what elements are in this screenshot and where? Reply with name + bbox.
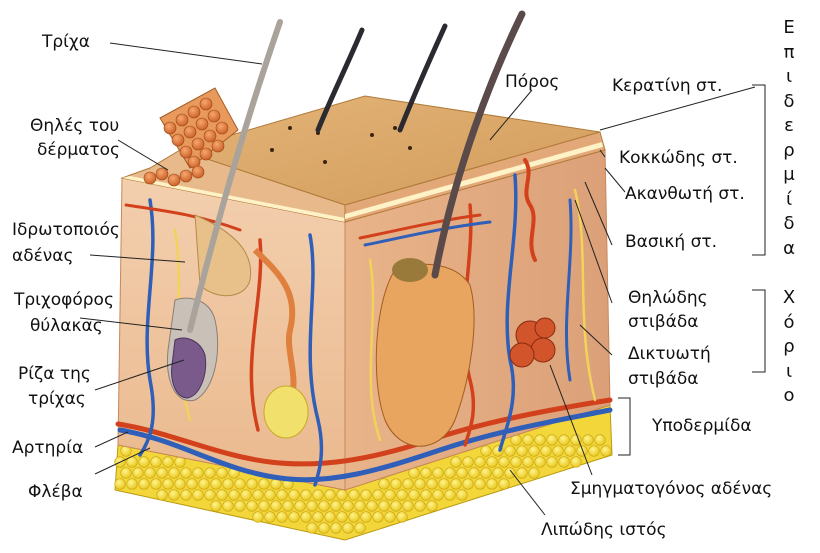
label-dermal-papillae-2: δέρματος [37,140,120,161]
label-stratum-spinosum: Ακανθωτή στ. [625,184,745,205]
label-dermis-vertical: Χ ό ρ ι ο [778,286,800,409]
label-artery: Αρτηρία [12,438,83,459]
label-hair-root-2: τρίχας [28,389,86,410]
label-hypodermis: Υποδερμίδα [652,416,752,437]
label-adipose-tissue: Λιπώδης ιστός [541,520,667,541]
label-stratum-granulosum: Κοκκώδης στ. [619,148,738,169]
label-hair-root-1: Ρίζα της [18,364,91,385]
label-epidermis-vertical: Ε π ι δ ε ρ μ ί δ α [778,16,800,261]
label-papillary-layer-2: στιβάδα [628,312,698,333]
label-sweat-gland-2: αδένας [12,246,73,267]
label-stratum-basale: Βασική στ. [625,232,717,253]
label-dermal-papillae-1: Θηλές του [30,116,119,137]
label-vein: Φλέβα [28,482,83,503]
bracket-lines [618,85,765,455]
label-stratum-corneum: Κερατίνη στ. [612,76,722,97]
label-hair-follicle-2: θύλακας [30,316,103,337]
label-hair-follicle-1: Τριχοφόρος [14,290,114,311]
label-hair: Τρίχα [42,32,90,53]
label-reticular-layer-1: Δικτυωτή [628,344,711,365]
label-pore: Πόρος [505,72,559,93]
label-reticular-layer-2: στιβάδα [628,369,698,390]
label-sebaceous-gland: Σμηγματογόνος αδένας [570,479,772,500]
label-sweat-gland-1: Ιδρωτοποιός [12,220,120,241]
label-papillary-layer-1: Θηλώδης [628,288,708,309]
